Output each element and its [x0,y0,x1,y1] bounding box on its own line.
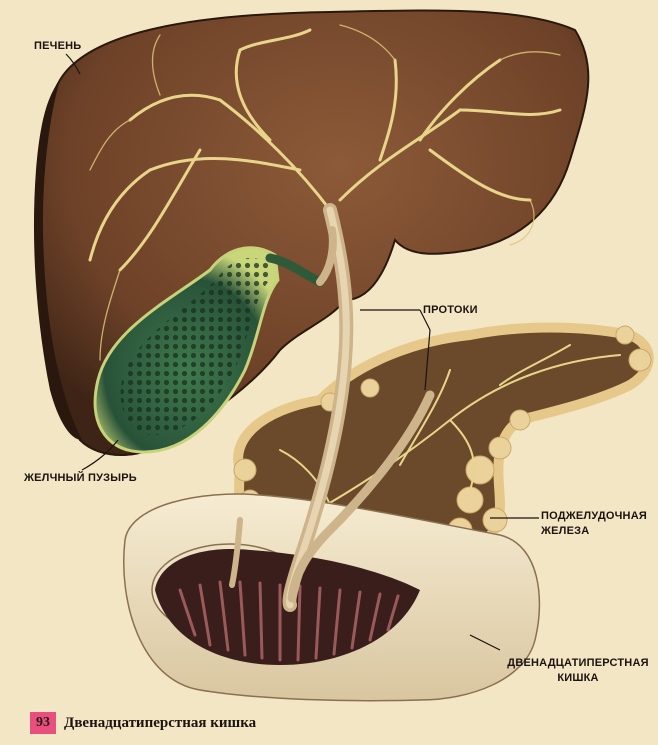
figure-caption: 93 Двенадцатиперстная кишка [30,710,256,736]
label-duodenum-line1: ДВЕНАДЦАТИПЕРСТНАЯ [503,656,653,671]
label-pancreas-line2: ЖЕЛЕЗА [541,524,651,539]
label-ducts: ПРОТОКИ [423,303,478,318]
label-duodenum: ДВЕНАДЦАТИПЕРСТНАЯ КИШКА [503,656,653,686]
caption-text: Двенадцатиперстная кишка [64,715,256,732]
label-liver: ПЕЧЕНЬ [34,39,81,54]
label-duodenum-line2: КИШКА [503,671,653,686]
label-pancreas: ПОДЖЕЛУДОЧНАЯ ЖЕЛЕЗА [541,509,651,539]
page-number-badge: 93 [30,712,56,734]
label-gallbladder: ЖЕЛЧНЫЙ ПУЗЫРЬ [24,471,137,486]
label-pancreas-line1: ПОДЖЕЛУДОЧНАЯ [541,509,651,524]
